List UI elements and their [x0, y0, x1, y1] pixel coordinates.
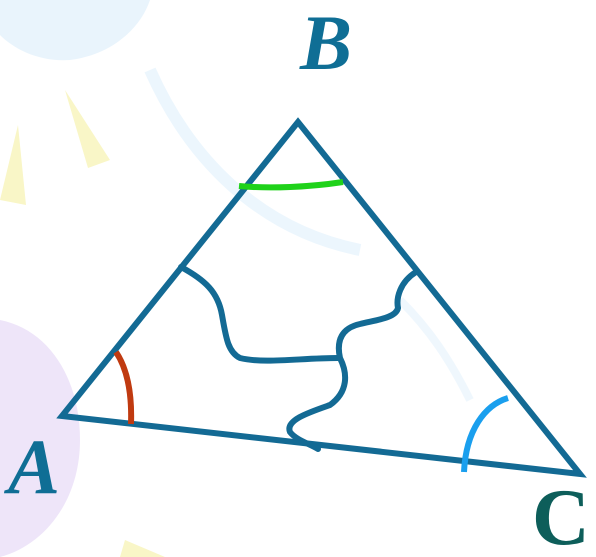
tear-line-right — [286, 269, 419, 452]
bg-ray-1 — [65, 90, 110, 168]
triangle-abc — [56, 117, 587, 478]
angle-b-arc — [238, 179, 344, 191]
bg-swirl-top-left — [0, 0, 150, 61]
bg-ray-3 — [120, 540, 165, 557]
angle-a-arc — [113, 350, 135, 425]
vertex-label-a: A — [8, 423, 61, 510]
background-decoration — [0, 0, 474, 557]
bg-swirl-arc — [144, 67, 362, 256]
vertex-label-b: B — [300, 0, 353, 86]
bg-circle-left — [0, 320, 80, 557]
tear-line-left — [178, 264, 341, 364]
bg-ray-2 — [0, 125, 26, 205]
vertex-label-c: C — [532, 474, 590, 557]
bg-swirl-arc-2 — [397, 297, 474, 402]
angle-c-arc — [461, 395, 510, 473]
